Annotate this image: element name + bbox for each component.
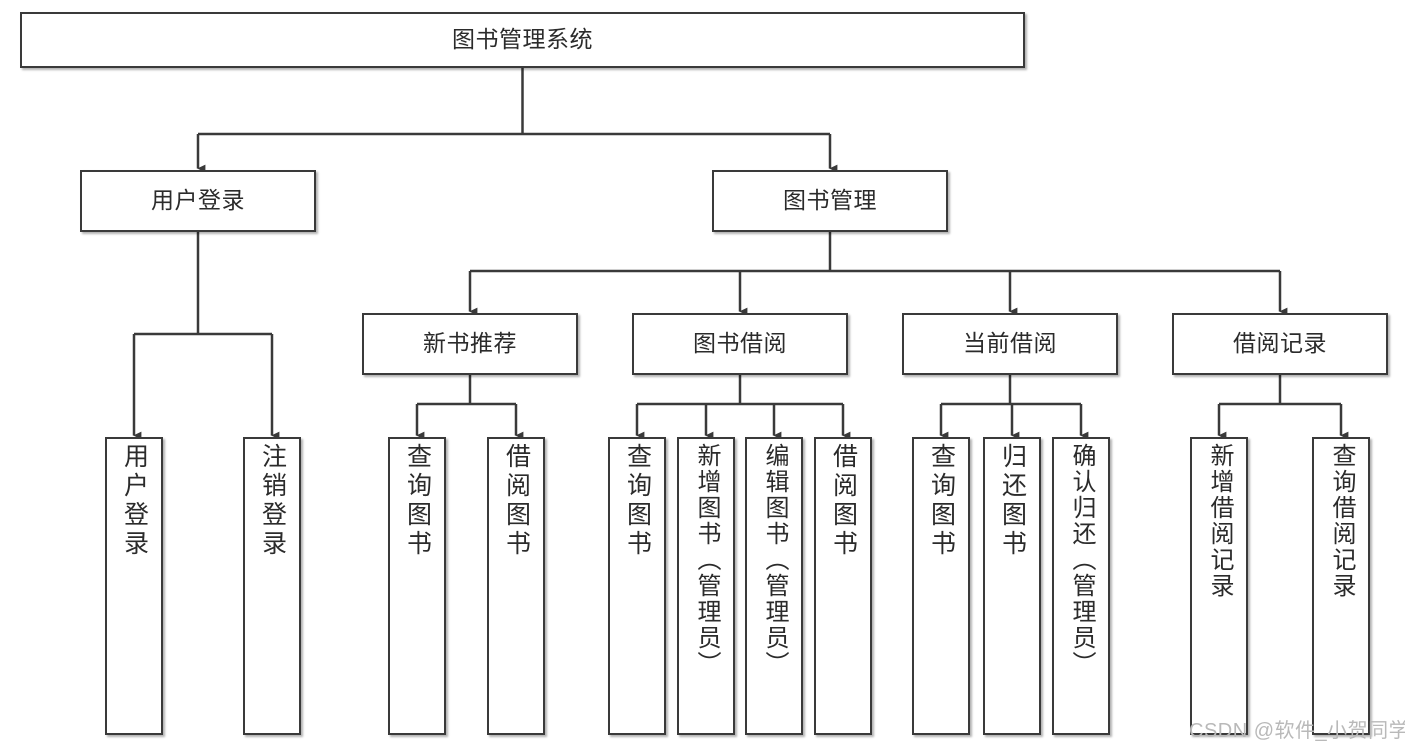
watermark: CSDN @软件_小贺同学 (1189, 720, 1405, 742)
node-nb-query[interactable]: 查询图书 (388, 437, 446, 735)
node-records[interactable]: 借阅记录 (1172, 313, 1388, 375)
connector-lines (132, 68, 1349, 440)
node-label-cur-confirm: 确认归还（管理员） (1068, 443, 1095, 677)
node-label-bw-edit: 编辑图书（管理员） (761, 443, 788, 677)
node-login-in[interactable]: 用户登录 (105, 437, 163, 735)
node-label-newbook: 新书推荐 (423, 330, 517, 357)
node-bw-query[interactable]: 查询图书 (608, 437, 666, 735)
node-label-nb-borrow: 借阅图书 (502, 443, 531, 559)
node-rec-add[interactable]: 新增借阅记录 (1190, 437, 1248, 735)
node-label-bw-query: 查询图书 (623, 443, 652, 559)
node-label-nb-query: 查询图书 (403, 443, 432, 559)
node-label-root: 图书管理系统 (452, 26, 593, 53)
node-cur-return[interactable]: 归还图书 (983, 437, 1041, 735)
node-label-login-out: 注销登录 (258, 443, 287, 559)
node-label-rec-add: 新增借阅记录 (1206, 443, 1233, 599)
node-label-login: 用户登录 (151, 187, 245, 214)
node-label-cur-query: 查询图书 (927, 443, 956, 559)
node-bw-add[interactable]: 新增图书（管理员） (677, 437, 735, 735)
node-label-records: 借阅记录 (1233, 330, 1327, 357)
node-nb-borrow[interactable]: 借阅图书 (487, 437, 545, 735)
node-label-bookmgmt: 图书管理 (783, 187, 877, 214)
node-label-bw-add: 新增图书（管理员） (693, 443, 720, 677)
node-cur-confirm[interactable]: 确认归还（管理员） (1052, 437, 1110, 735)
node-cur-query[interactable]: 查询图书 (912, 437, 970, 735)
node-bw-edit[interactable]: 编辑图书（管理员） (745, 437, 803, 735)
node-bookmgmt[interactable]: 图书管理 (712, 170, 948, 232)
node-label-cur-return: 归还图书 (998, 443, 1027, 559)
node-current[interactable]: 当前借阅 (902, 313, 1118, 375)
node-rec-query[interactable]: 查询借阅记录 (1312, 437, 1370, 735)
node-borrow[interactable]: 图书借阅 (632, 313, 848, 375)
node-root[interactable]: 图书管理系统 (20, 12, 1025, 68)
node-label-rec-query: 查询借阅记录 (1328, 443, 1355, 599)
node-label-current: 当前借阅 (963, 330, 1057, 357)
node-newbook[interactable]: 新书推荐 (362, 313, 578, 375)
node-label-login-in: 用户登录 (120, 443, 149, 559)
node-login[interactable]: 用户登录 (80, 170, 316, 232)
node-login-out[interactable]: 注销登录 (243, 437, 301, 735)
node-label-borrow: 图书借阅 (693, 330, 787, 357)
node-label-bw-borrow: 借阅图书 (829, 443, 858, 559)
node-bw-borrow[interactable]: 借阅图书 (814, 437, 872, 735)
